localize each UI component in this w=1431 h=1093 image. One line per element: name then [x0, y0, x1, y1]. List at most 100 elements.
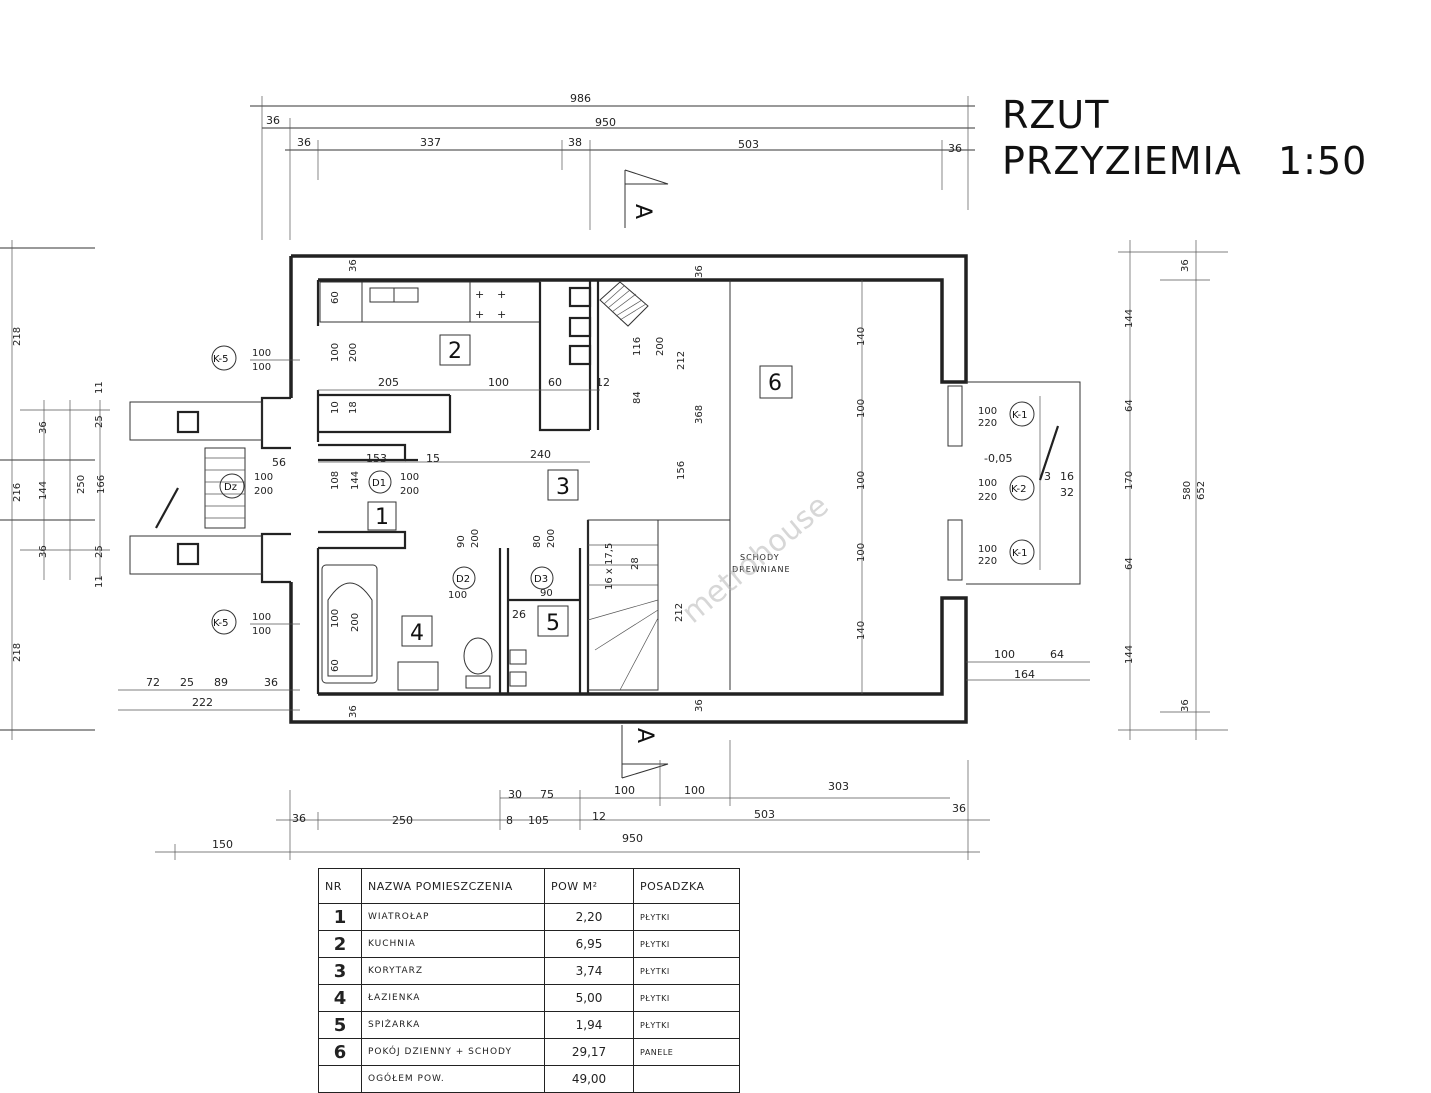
svg-text:26: 26 [512, 608, 526, 621]
right-dimensions: 36 144 64 170 64 144 36 580 652 100 64 1… [966, 240, 1228, 740]
total-label: OGÓŁEM POW. [361, 1065, 545, 1093]
svg-text:652: 652 [1196, 481, 1207, 500]
dim-337: 337 [420, 136, 441, 149]
table-row: 5 SPIŻARKA 1,94 PŁYTKI [318, 1011, 740, 1039]
svg-text:+: + [475, 288, 484, 301]
svg-text:140: 140 [856, 327, 867, 346]
svg-text:12: 12 [592, 810, 606, 823]
svg-text:580: 580 [1182, 481, 1193, 500]
svg-text:25: 25 [94, 415, 105, 428]
room-numbers: 2 6 3 1 4 5 [367, 334, 793, 647]
svg-text:170: 170 [1124, 471, 1135, 490]
svg-text:303: 303 [828, 780, 849, 793]
svg-text:84: 84 [632, 391, 643, 404]
svg-text:220: 220 [978, 556, 997, 567]
svg-text:36: 36 [38, 545, 49, 558]
svg-text:10: 10 [330, 401, 341, 414]
svg-text:100: 100 [684, 784, 705, 797]
svg-text:218: 218 [12, 643, 23, 662]
level-mark: -0,05 [984, 452, 1012, 465]
svg-text:100: 100 [252, 626, 271, 637]
room-number-5: 5 [546, 611, 560, 636]
svg-text:100: 100 [252, 362, 271, 373]
dim-38: 38 [568, 136, 582, 149]
svg-text:11: 11 [94, 575, 105, 588]
svg-text:144: 144 [1124, 309, 1135, 328]
svg-text:164: 164 [1014, 668, 1035, 681]
room-number-2: 2 [448, 339, 462, 364]
dim-36b: 36 [297, 136, 311, 149]
bottom-dimensions: 30 75 100 100 303 36 36 250 8 105 12 503… [155, 740, 990, 860]
table-row: 2 KUCHNIA 6,95 PŁYTKI [318, 930, 740, 958]
svg-text:153: 153 [366, 452, 387, 465]
svg-text:100: 100 [856, 471, 867, 490]
legend-header-row: NR NAZWA POMIESZCZENIA POW M² POSADZKA [318, 868, 740, 904]
svg-text:A: A [632, 728, 657, 743]
legend-total-row: OGÓŁEM POW. 49,00 [318, 1065, 740, 1093]
svg-text:56: 56 [272, 456, 286, 469]
tag-d2: D2 [456, 574, 470, 585]
svg-text:16 x 17,5: 16 x 17,5 [604, 543, 615, 590]
svg-text:36: 36 [1180, 259, 1191, 272]
tag-d3: D3 [534, 574, 548, 585]
svg-text:36: 36 [952, 802, 966, 815]
svg-text:100: 100 [488, 376, 509, 389]
svg-text:36: 36 [264, 676, 278, 689]
svg-text:100: 100 [978, 478, 997, 489]
svg-text:212: 212 [674, 603, 685, 622]
svg-text:+: + [475, 308, 484, 321]
svg-text:240: 240 [530, 448, 551, 461]
svg-text:89: 89 [214, 676, 228, 689]
svg-text:166: 166 [96, 475, 107, 494]
walls [260, 254, 968, 724]
svg-text:90: 90 [456, 535, 467, 548]
svg-text:200: 200 [348, 343, 359, 362]
svg-text:28: 28 [630, 557, 641, 570]
stove-icon: ++ ++ [475, 288, 506, 321]
svg-text:200: 200 [655, 337, 666, 356]
svg-text:250: 250 [392, 814, 413, 827]
svg-text:100: 100 [856, 399, 867, 418]
stairs-label-2: DREWNIANE [732, 565, 791, 574]
svg-text:368: 368 [694, 405, 705, 424]
dim-36a: 36 [266, 114, 280, 127]
svg-text:150: 150 [212, 838, 233, 851]
opening-tags: K-5 K-5 K-1 K-2 K-1 Dz D1 D2 D3 [211, 345, 1035, 635]
terrace [947, 381, 1081, 585]
tag-k2: K-2 [1011, 484, 1026, 495]
svg-text:25: 25 [94, 545, 105, 558]
svg-text:503: 503 [754, 808, 775, 821]
svg-text:108: 108 [330, 471, 341, 490]
left-dimensions: 218 216 218 250 144 166 36 36 25 25 11 1… [0, 240, 300, 740]
svg-text:72: 72 [146, 676, 160, 689]
room-legend-table: NR NAZWA POMIESZCZENIA POW M² POSADZKA 1… [318, 868, 740, 1093]
svg-text:36: 36 [694, 265, 705, 278]
svg-text:116: 116 [632, 337, 643, 356]
svg-text:156: 156 [676, 461, 687, 480]
svg-text:100: 100 [254, 472, 273, 483]
svg-text:80: 80 [532, 535, 543, 548]
svg-text:220: 220 [978, 492, 997, 503]
svg-text:105: 105 [528, 814, 549, 827]
svg-text:3: 3 [1044, 470, 1051, 483]
section-mark-bottom: A [621, 725, 669, 779]
dim-503: 503 [738, 138, 759, 151]
tag-dz: Dz [224, 482, 237, 493]
opening-dims: 100 100 100 100 100 200 100 200 100 220 … [250, 348, 997, 637]
inner-dims: 205 100 60 12 240 153 56 15 26 116 200 2… [272, 259, 867, 718]
title-scale: 1:50 [1278, 139, 1367, 183]
svg-text:64: 64 [1124, 399, 1135, 412]
svg-text:100: 100 [330, 609, 341, 628]
legend-header-area: POW M² [544, 868, 634, 904]
svg-text:212: 212 [676, 351, 687, 370]
svg-text:100: 100 [978, 406, 997, 417]
legend-header-nr: NR [318, 868, 362, 904]
svg-text:250: 250 [76, 475, 87, 494]
entrance-porch [129, 401, 263, 575]
svg-text:36: 36 [1180, 699, 1191, 712]
svg-text:25: 25 [180, 676, 194, 689]
svg-text:100: 100 [978, 544, 997, 555]
svg-text:100: 100 [252, 348, 271, 359]
table-row: 1 WIATROŁAP 2,20 PŁYTKI [318, 903, 740, 931]
tag-k5-top: K-5 [213, 354, 228, 365]
